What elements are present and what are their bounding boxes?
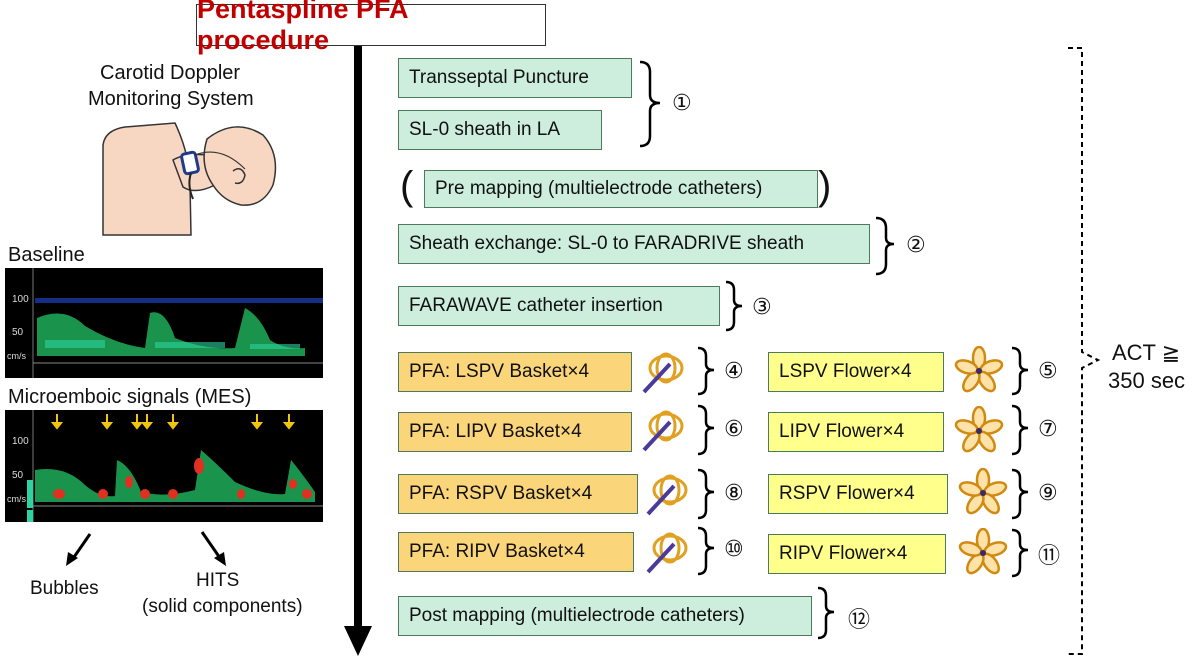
step-11-number: ⑪ (1038, 543, 1061, 568)
step-4-number: ④ (724, 358, 744, 383)
baseline-label: Baseline (8, 244, 85, 266)
system-label-line2: Monitoring System (88, 88, 254, 110)
act-label-line2: 350 sec (1108, 368, 1186, 393)
pre-mapping-paren-close: ) (818, 164, 832, 208)
baseline-axis-50: 50 (12, 327, 24, 338)
mes-axis-unit: cm/s (7, 494, 26, 504)
hits-label-line2: (solid components) (142, 596, 303, 617)
step-farawave-insertion: FARAWAVE catheter insertion (398, 286, 720, 326)
hits-arrow-head (214, 552, 226, 566)
act-dashed-bracket (1068, 47, 1101, 655)
mes-axis-100: 100 (12, 436, 29, 447)
step-pfa-ripv-basket: PFA: RIPV Basket×4 (398, 532, 634, 572)
flower-catheter-icon (954, 406, 1004, 453)
step-8-number: ⑧ (724, 480, 744, 505)
step-sheath-exchange: Sheath exchange: SL-0 to FARADRIVE sheat… (398, 224, 870, 264)
basket-catheter-icon (642, 410, 684, 452)
bracket-step-12 (817, 586, 835, 640)
mes-doppler-image (5, 410, 323, 522)
step-12-number: ⑫ (848, 607, 871, 632)
step-pfa-lspv-basket: PFA: LSPV Basket×4 (398, 352, 632, 392)
bracket-step-2 (875, 216, 895, 276)
basket-catheter-icon (646, 474, 688, 516)
act-label-line1: ACT ≧ (1112, 340, 1181, 365)
bracket-step-4 (697, 346, 715, 396)
step-2-number: ② (906, 232, 926, 257)
step-1-number: ① (672, 90, 692, 115)
bubbles-arrow-line (70, 533, 92, 561)
step-lspv-flower: LSPV Flower×4 (768, 352, 944, 392)
bracket-step-9 (1011, 468, 1029, 520)
bracket-step-11 (1011, 528, 1029, 578)
bubbles-arrow-head (66, 552, 78, 566)
step-7-number: ⑦ (1038, 416, 1058, 441)
step-post-mapping: Post mapping (multielectrode catheters) (398, 596, 812, 636)
timeline-arrow-head (344, 626, 372, 656)
step-transseptal-puncture: Transseptal Puncture (398, 58, 632, 98)
bracket-step-5 (1011, 346, 1029, 396)
bracket-step-10 (697, 526, 715, 576)
step-lipv-flower: LIPV Flower×4 (768, 412, 944, 452)
mes-label: Microemboic signals (MES) (8, 386, 252, 408)
step-pfa-rspv-basket: PFA: RSPV Basket×4 (398, 474, 638, 514)
step-6-number: ⑥ (724, 416, 744, 441)
flower-catheter-icon (954, 346, 1004, 393)
pre-mapping-paren-open: ( (400, 164, 414, 208)
head-illustration-icon (102, 122, 277, 236)
mes-axis-50: 50 (12, 470, 24, 481)
bracket-step-8 (697, 468, 715, 520)
step-pfa-lipv-basket: PFA: LIPV Basket×4 (398, 412, 632, 452)
step-ripv-flower: RIPV Flower×4 (768, 534, 946, 574)
step-9-number: ⑨ (1038, 480, 1058, 505)
baseline-axis-unit: cm/s (7, 351, 26, 361)
step-rspv-flower: RSPV Flower×4 (768, 474, 948, 514)
basket-catheter-icon (646, 532, 688, 574)
flower-catheter-icon (958, 528, 1008, 575)
bracket-step-1 (639, 60, 661, 148)
bracket-step-3 (725, 280, 743, 332)
step-3-number: ③ (752, 294, 772, 319)
step-pre-mapping: Pre mapping (multielectrode catheters) (424, 170, 818, 208)
system-label-line1: Carotid Doppler (100, 62, 241, 84)
hits-label-line1: HITS (196, 570, 240, 591)
hits-arrow-line (200, 531, 222, 559)
basket-catheter-icon (642, 352, 684, 394)
baseline-doppler-image (5, 268, 323, 378)
bubbles-label: Bubbles (30, 578, 99, 599)
step-10-number: ⑩ (724, 536, 744, 561)
bracket-step-6 (697, 404, 715, 456)
step-sl0-sheath: SL-0 sheath in LA (398, 110, 602, 150)
bracket-step-7 (1011, 404, 1029, 456)
flower-catheter-icon (958, 468, 1008, 515)
baseline-axis-100: 100 (12, 294, 29, 305)
step-5-number: ⑤ (1038, 358, 1058, 383)
